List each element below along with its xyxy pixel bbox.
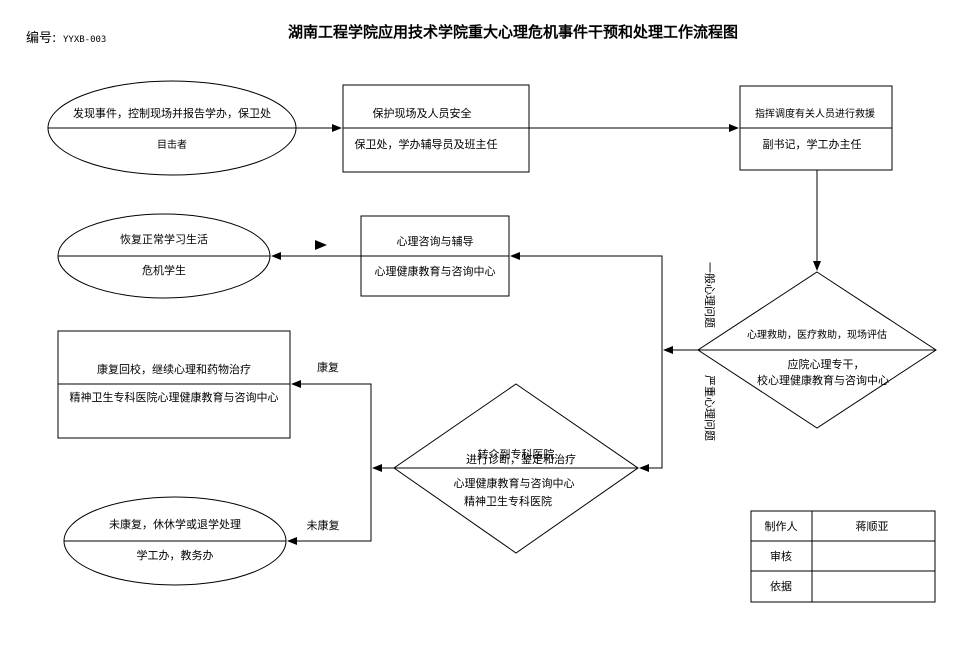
stray-arrowhead	[315, 240, 327, 250]
edge-to-counsel	[510, 252, 663, 350]
signoff-label-basis: 依据	[770, 579, 792, 593]
node-assess-bottom-line1: 应院心理专干，	[788, 357, 865, 371]
node-discover-bottom: 目击者	[157, 139, 187, 151]
signoff-table: 制作人 蒋顺亚 审核 依据	[750, 510, 936, 603]
node-counsel-top: 心理咨询与辅导	[397, 234, 474, 248]
node-assess-top: 心理救助，医疗救助，现场评估	[747, 328, 887, 341]
node-resume: 恢复正常学习生活 危机学生	[57, 213, 271, 299]
node-refer: 转介到专科医院 进行诊断，鉴定和治疗 心理健康教育与咨询中心 精神卫生专科医院	[393, 383, 639, 554]
node-refer-top-overlap2: 进行诊断，鉴定和治疗	[466, 452, 576, 466]
edge-to-not-recover	[287, 468, 372, 545]
node-assess: 心理救助，医疗救助，现场评估 应院心理专干， 校心理健康教育与咨询中心	[697, 271, 937, 429]
node-recover: 康复回校，继续心理和药物治疗 精神卫生专科医院心理健康教育与咨询中心	[57, 330, 291, 439]
edge-label-severe: 严重心理问题	[703, 375, 717, 441]
node-command: 指挥调度有关人员进行救援 副书记，学工办主任	[739, 85, 893, 171]
edge-label-not-recovered: 未康复	[307, 518, 340, 532]
node-protect-top: 保护现场及人员安全	[373, 106, 472, 120]
edge-label-general: 一般心理问题	[703, 262, 716, 328]
node-refer-top-overlap1: 转介到专科医院	[478, 447, 555, 461]
edge-label-general-text: 一般心理问题	[703, 262, 716, 328]
page-title: 湖南工程学院应用技术学院重大心理危机事件干预和处理工作流程图	[288, 23, 738, 41]
node-refer-bottom-line1: 心理健康教育与咨询中心	[454, 476, 575, 490]
edge-label-severe-text: 严重心理问题	[703, 375, 717, 441]
node-not-recover-top: 未康复，休休学或退学处理	[109, 517, 241, 531]
node-counsel-bottom: 心理健康教育与咨询中心	[375, 264, 496, 278]
node-resume-top: 恢复正常学习生活	[120, 232, 208, 246]
node-not-recover-bottom: 学工办，教务办	[137, 548, 214, 562]
node-resume-bottom: 危机学生	[142, 263, 186, 277]
code-value: YYXB-003	[63, 35, 106, 45]
node-recover-bottom: 精神卫生专科医院心理健康教育与咨询中心	[70, 390, 279, 404]
signoff-label-review: 审核	[770, 549, 792, 563]
node-protect: 保护现场及人员安全 保卫处，学办辅导员及班主任	[342, 84, 530, 173]
node-discover: 发现事件，控制现场并报告学办，保卫处 目击者	[47, 80, 297, 176]
node-refer-bottom-line2: 精神卫生专科医院	[464, 494, 552, 508]
node-command-top: 指挥调度有关人员进行救援	[755, 107, 875, 120]
signoff-label-author: 制作人	[765, 520, 798, 533]
edge-to-refer	[639, 350, 663, 472]
node-counsel: 心理咨询与辅导 心理健康教育与咨询中心	[360, 215, 510, 297]
node-recover-top: 康复回校，继续心理和药物治疗	[97, 362, 251, 376]
signoff-value-author: 蒋顺亚	[856, 520, 889, 533]
node-not-recover: 未康复，休休学或退学处理 学工办，教务办	[63, 496, 287, 586]
node-protect-bottom: 保卫处，学办辅导员及班主任	[355, 137, 498, 151]
node-discover-top: 发现事件，控制现场并报告学办，保卫处	[73, 106, 271, 120]
edge-to-recover	[291, 380, 372, 468]
edge-label-recovered: 康复	[317, 360, 339, 374]
code-label: 编号:	[26, 31, 56, 46]
node-command-bottom: 副书记，学工办主任	[763, 137, 862, 151]
node-assess-bottom-line2: 校心理健康教育与咨询中心	[757, 373, 889, 387]
signoff-border	[750, 510, 936, 603]
